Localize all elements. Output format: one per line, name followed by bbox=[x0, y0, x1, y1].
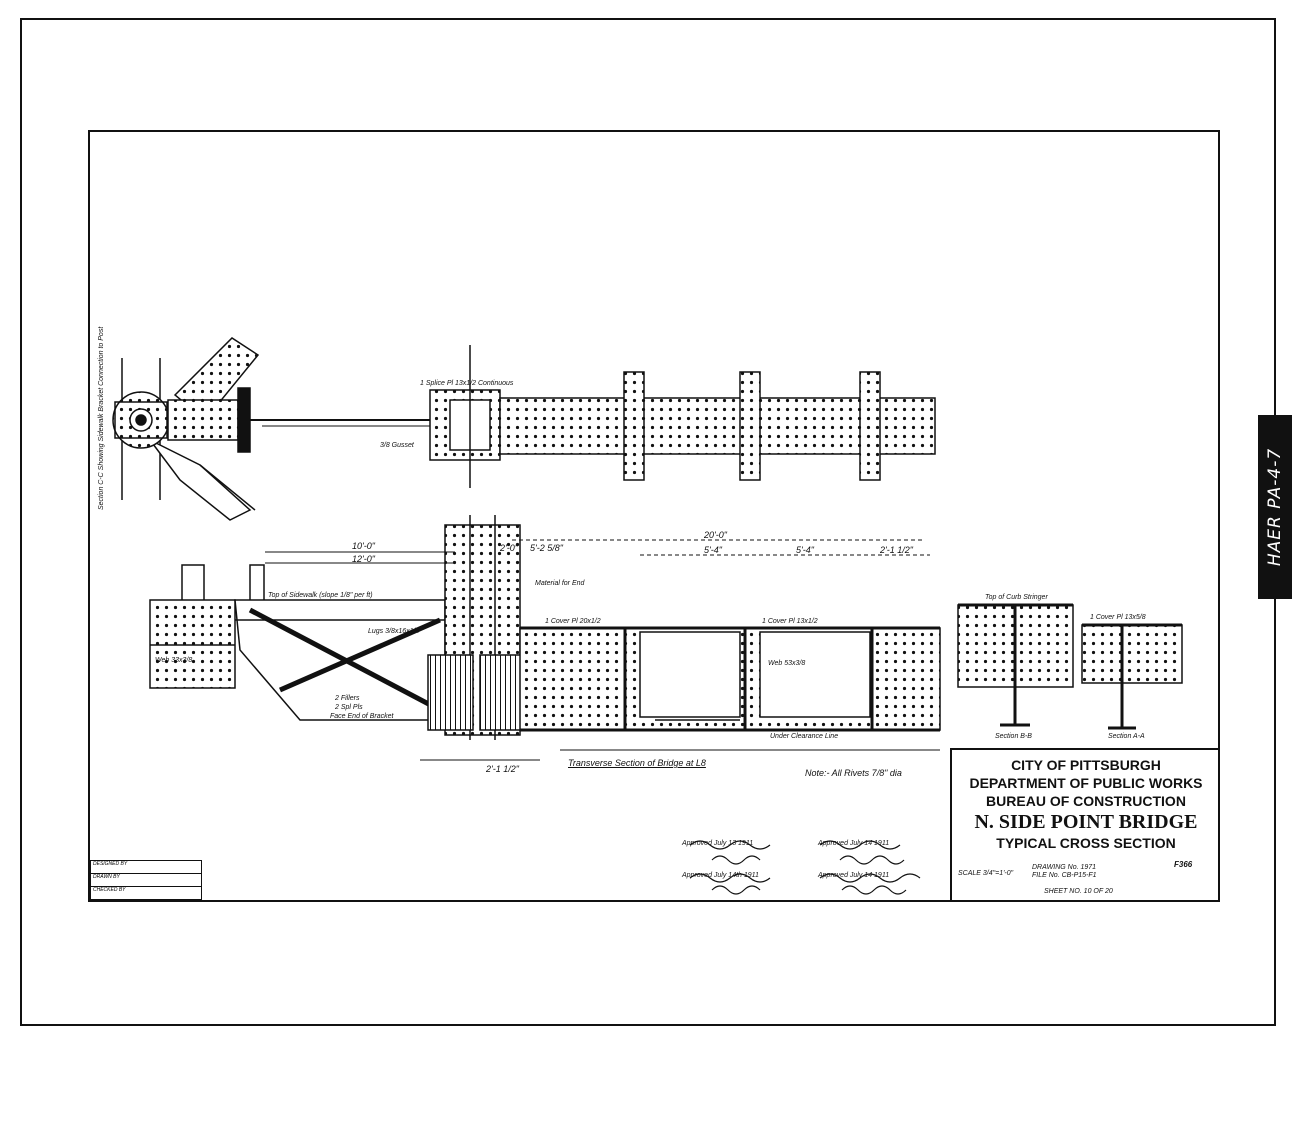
label-material-end: Material for End bbox=[535, 580, 585, 587]
title-block: CITY OF PITTSBURGH DEPARTMENT OF PUBLIC … bbox=[950, 748, 1220, 902]
section-cc-hub bbox=[112, 337, 262, 521]
label-web-main: Web 53x3/8 bbox=[768, 660, 806, 667]
title-file-no: FILE No. CB-P15-F1 bbox=[1032, 872, 1097, 879]
designed-by: DESIGNED BY bbox=[91, 861, 201, 874]
approval-2: Approved July 14 1911 bbox=[818, 840, 890, 847]
approval-1: Approved July 13 1911 bbox=[682, 840, 754, 847]
dim-5ft4-b: 5'-4" bbox=[796, 545, 814, 555]
title-bureau: BUREAU OF CONSTRUCTION bbox=[986, 793, 1186, 809]
dim-10ft: 10'-0" bbox=[352, 541, 375, 551]
checked-by: CHECKED BY bbox=[93, 887, 126, 893]
title-drawing-subject: TYPICAL CROSS SECTION bbox=[996, 835, 1176, 851]
label-section-bb: Section B-B bbox=[995, 733, 1032, 740]
title-ref: F366 bbox=[1174, 860, 1193, 869]
top-plan-view bbox=[112, 337, 936, 521]
signature-marks bbox=[689, 840, 921, 895]
dim-5ft2: 5'-2 5/8" bbox=[530, 543, 563, 553]
drawing-border bbox=[88, 130, 1220, 902]
label-top-sidewalk: Top of Sidewalk (slope 1/8" per ft) bbox=[268, 592, 373, 599]
title-drawing-no: DRAWING No. 1971 bbox=[1032, 864, 1097, 871]
label-top-curb: Top of Curb Stringer bbox=[985, 594, 1048, 601]
dim-2ft1: 2'-1 1/2" bbox=[880, 545, 913, 555]
title-department: DEPARTMENT OF PUBLIC WORKS bbox=[969, 775, 1203, 791]
dim-12ft: 12'-0" bbox=[352, 554, 375, 564]
label-cover-pl-a: 1 Cover Pl 20x1/2 bbox=[545, 618, 601, 625]
label-spl-pls: 2 Spl Pls bbox=[335, 704, 363, 711]
section-aa bbox=[1081, 623, 1183, 730]
label-web-small: Web 33x3/8 bbox=[155, 657, 193, 664]
transverse-section bbox=[149, 515, 941, 761]
drafting-record: DESIGNED BY DRAWN BY CHECKED BY bbox=[90, 860, 202, 900]
approval-4: Approved July 14 1911 bbox=[818, 872, 890, 879]
label-gusset: 3/8 Gusset bbox=[380, 442, 414, 449]
dim-2ft0: 2'-0" bbox=[500, 543, 518, 553]
label-rivet-note: Note:- All Rivets 7/8" dia bbox=[805, 768, 902, 778]
label-fillers: 2 Fillers bbox=[335, 695, 360, 702]
label-section-cc: Section C-C Showing Sidewalk Bracket Con… bbox=[98, 326, 105, 510]
section-bb bbox=[957, 603, 1074, 727]
dim-5ft4-a: 5'-4" bbox=[704, 545, 722, 555]
label-face-end: Face End of Bracket bbox=[330, 713, 394, 720]
plan-floorbeam bbox=[429, 345, 936, 488]
label-cover-pl-b: 1 Cover Pl 13x1/2 bbox=[762, 618, 818, 625]
title-bridge-name: N. SIDE POINT BRIDGE bbox=[974, 811, 1198, 833]
dim-2ft1-bottom: 2'-1 1/2" bbox=[486, 764, 519, 774]
title-scale: SCALE 3/4"=1'-0" bbox=[958, 870, 1014, 877]
title-sheet-no: SHEET NO. 10 OF 20 bbox=[1044, 888, 1113, 895]
label-splice: 1 Splice Pl 13x1/2 Continuous bbox=[420, 380, 514, 387]
approval-3: Approved July 14th 1911 bbox=[682, 872, 759, 879]
label-under-clearance: Under Clearance Line bbox=[770, 733, 839, 740]
label-transverse-section: Transverse Section of Bridge at L8 bbox=[568, 758, 706, 768]
title-city: CITY OF PITTSBURGH bbox=[1011, 757, 1161, 773]
label-lugs: Lugs 3/8x16x1/4 bbox=[368, 628, 420, 635]
label-cover-pl-c: 1 Cover Pl 13x5/8 bbox=[1090, 614, 1146, 621]
dim-20ft: 20'-0" bbox=[704, 530, 727, 540]
label-section-aa: Section A-A bbox=[1108, 733, 1145, 740]
drawn-by: DRAWN BY bbox=[91, 874, 201, 887]
haer-sheet-tag: HAER PA-4-7 bbox=[1258, 415, 1292, 599]
